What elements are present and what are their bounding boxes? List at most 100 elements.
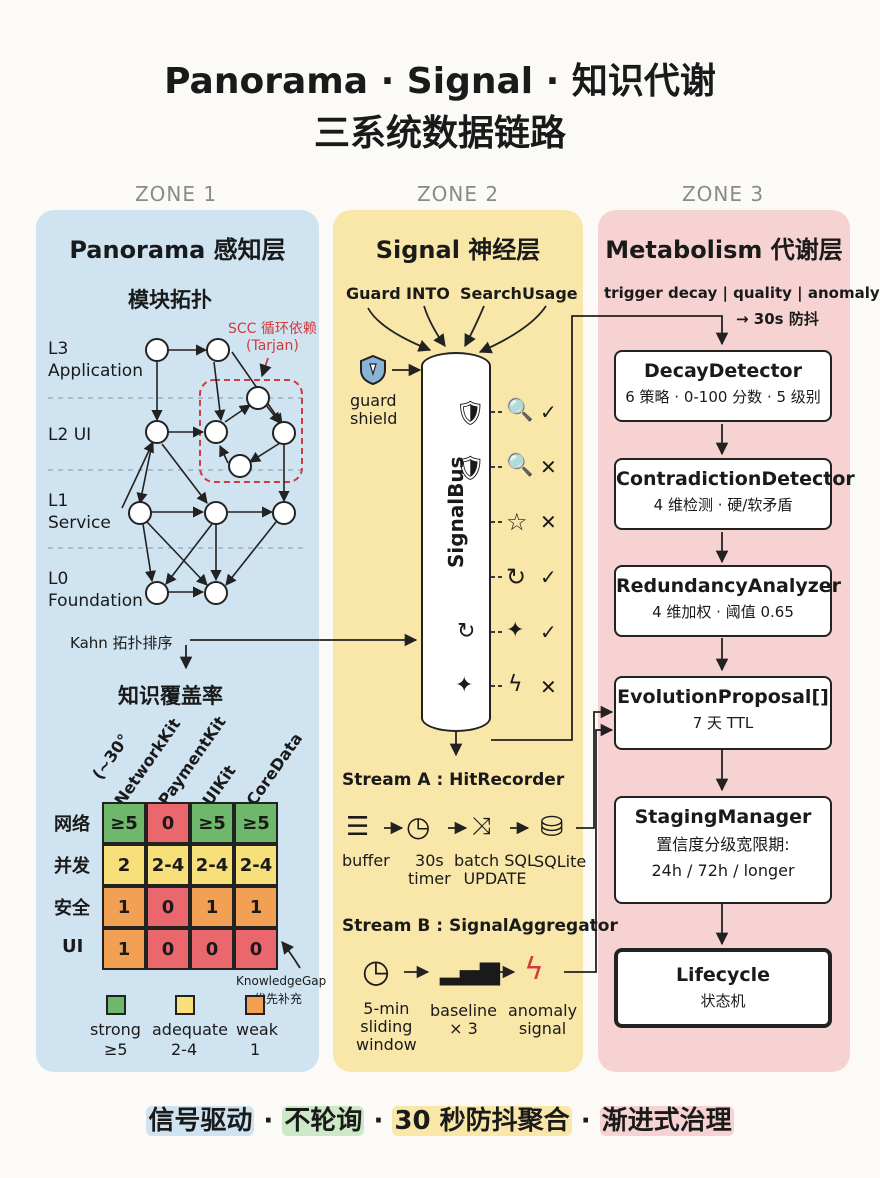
row-ui: UI	[62, 936, 84, 957]
coverage-cell: 0	[146, 802, 190, 844]
redundancy-analyzer-name: RedundancyAnalyzer	[616, 575, 842, 597]
legend-weak-label: weak	[236, 1020, 278, 1039]
footer-tagline: 信号驱动 · 不轮询 · 30 秒防抖聚合 · 渐进式治理	[0, 1100, 880, 1137]
legend-weak-swatch	[245, 995, 265, 1015]
coverage-cell: 1	[190, 886, 234, 928]
kahn-label: Kahn 拓扑排序	[70, 634, 173, 652]
debounce-label: → 30s 防抖	[736, 310, 819, 328]
row-concurrency: 并发	[54, 856, 90, 877]
cross-icon: ✕	[540, 675, 557, 699]
stream-b-baseline: baseline × 3	[430, 1001, 498, 1038]
scc-sub: (Tarjan)	[246, 338, 299, 354]
stream-a-title: Stream A : HitRecorder	[342, 770, 565, 790]
legend-adequate-label: adequate	[152, 1020, 229, 1039]
coverage-cell: 2-4	[234, 844, 278, 886]
contradiction-detector-name: ContradictionDetector	[616, 468, 855, 490]
coverage-cell: 0	[234, 928, 278, 970]
metabolism-title: Metabolism 代谢层	[605, 236, 843, 264]
bar-chart-icon: ▂▄▆	[440, 956, 500, 986]
coverage-cell: 1	[234, 886, 278, 928]
panorama-title: Panorama 感知层	[69, 236, 286, 264]
trigger-label: trigger decay | quality | anomaly	[604, 284, 880, 302]
zone-1-label: ZONE 1	[134, 182, 218, 206]
input-into: INTO	[406, 284, 450, 303]
sync-icon: ↻	[457, 619, 476, 644]
row-security: 安全	[54, 898, 90, 919]
shield-icon: 🛡	[455, 454, 486, 482]
footer-sep-1: ·	[263, 1106, 274, 1136]
star-icon: ☆	[506, 508, 528, 536]
footer-sep-3: ·	[580, 1106, 591, 1136]
stream-a-sqlite: SQLite	[534, 852, 587, 871]
check-icon: ✓	[540, 620, 557, 644]
coverage-cell: 1	[102, 928, 146, 970]
zone-2-label: ZONE 2	[416, 182, 500, 206]
buffer-icon: ☰	[346, 812, 370, 842]
input-search: Search	[460, 284, 522, 303]
legend-strong-sub: ≥5	[104, 1040, 128, 1059]
stream-b-anomaly: anomaly signal	[508, 1001, 578, 1038]
knowledge-gap-label: KnowledgeGap	[236, 974, 327, 988]
decay-detector-name: DecayDetector	[644, 360, 802, 382]
legend-adequate-sub: 2-4	[171, 1040, 198, 1059]
sparkle-icon: ✦	[455, 673, 474, 698]
stream-a-buffer: buffer	[342, 851, 390, 870]
legend-strong-label: strong	[90, 1020, 141, 1039]
coverage-cell: ≥5	[190, 802, 234, 844]
signal-title: Signal 神经层	[375, 236, 541, 264]
footer-part-1: 信号驱动	[146, 1106, 255, 1136]
guard-shield-label: guard shield	[350, 391, 398, 428]
legend-strong-swatch	[106, 995, 126, 1015]
redundancy-analyzer-sub: 4 维加权 · 阈值 0.65	[652, 603, 794, 621]
clock-icon: ◷	[362, 952, 390, 990]
staging-manager-name: StagingManager	[634, 806, 812, 828]
sync-icon: ↻	[506, 563, 527, 591]
input-usage: Usage	[522, 284, 578, 303]
coverage-cell: 2	[102, 844, 146, 886]
level-l0: L0 Foundation	[48, 569, 143, 611]
main-title-line2: 三系统数据链路	[313, 113, 566, 154]
stream-b-title: Stream B : SignalAggregator	[342, 916, 618, 936]
coverage-cell: ≥5	[102, 802, 146, 844]
coverage-cell: ≥5	[234, 802, 278, 844]
legend-weak-sub: 1	[250, 1040, 261, 1059]
timer-icon: ◷	[406, 810, 431, 843]
contradiction-detector-sub: 4 维检测 · 硬/软矛盾	[653, 496, 793, 514]
check-icon: ✓	[540, 400, 557, 424]
input-guard: Guard	[346, 284, 401, 303]
signalbus-tube	[421, 352, 491, 732]
lightning-icon: ϟ	[524, 952, 544, 987]
footer-part-4: 渐进式治理	[599, 1106, 734, 1136]
decay-detector-sub: 6 策略 · 0-100 分数 · 5 级别	[625, 388, 821, 406]
legend-adequate-swatch	[175, 995, 195, 1015]
staging-manager-box: StagingManager 置信度分级宽限期: 24h / 72h / lon…	[614, 796, 832, 904]
footer-part-2: 不轮询	[282, 1106, 365, 1136]
evolution-proposal-name: EvolutionProposal[]	[617, 686, 829, 708]
database-icon: ⛁	[540, 810, 564, 843]
coverage-cell: 0	[190, 928, 234, 970]
search-icon: 🔍	[506, 398, 534, 423]
cross-icon: ✕	[540, 455, 557, 479]
staging-manager-sub: 置信度分级宽限期: 24h / 72h / longer	[651, 835, 795, 880]
cross-icon: ✕	[540, 510, 557, 534]
module-topology-title: 模块拓扑	[128, 288, 212, 312]
redundancy-analyzer-box: RedundancyAnalyzer 4 维加权 · 阈值 0.65	[614, 565, 842, 637]
evolution-proposal-box: EvolutionProposal[] 7 天 TTL	[614, 676, 832, 750]
search-icon: 🔍	[506, 453, 534, 478]
coverage-cell: 0	[146, 928, 190, 970]
decay-detector-box: DecayDetector 6 策略 · 0-100 分数 · 5 级别	[614, 350, 832, 422]
scc-label: SCC 循环依赖	[228, 321, 317, 337]
row-network: 网络	[54, 814, 90, 835]
level-l1: L1 Service	[48, 491, 111, 533]
contradiction-detector-box: ContradictionDetector 4 维检测 · 硬/软矛盾	[614, 458, 855, 530]
coverage-cell: 0	[146, 886, 190, 928]
lifecycle-sub: 状态机	[700, 992, 746, 1010]
level-l2: L2 UI	[48, 425, 92, 445]
coverage-cell: 1	[102, 886, 146, 928]
lifecycle-box: Lifecycle 状态机	[614, 948, 832, 1028]
signalbus-label: SignalBus	[444, 456, 468, 568]
check-icon: ✓	[540, 565, 557, 589]
sparkle-icon: ✦	[506, 618, 525, 643]
evolution-proposal-sub: 7 天 TTL	[692, 714, 754, 732]
